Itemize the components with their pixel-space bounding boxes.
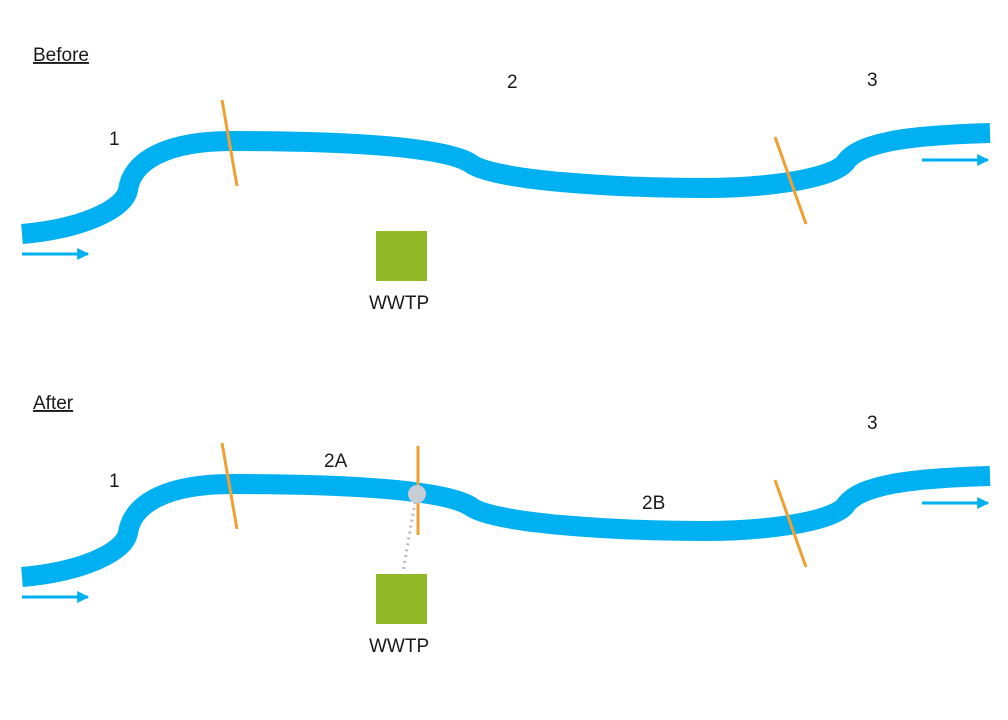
after-heading: After [33,393,74,414]
wwtp-box [376,574,427,624]
segment-boundary-2b-3 [773,479,808,568]
segment-boundary-1-2 [220,99,239,187]
segment-label-2a: 2A [324,451,348,472]
segment-label-3: 3 [867,413,878,434]
before-heading: Before [33,45,89,66]
segment-label-1: 1 [109,129,120,150]
discharge-point [408,485,426,503]
wwtp-label: WWTP [369,293,429,314]
river-before [21,123,991,244]
discharge-pipe [401,495,418,573]
before-panel: Before 1 2 3 WWTP [21,45,991,314]
segment-boundary-1-2a [220,442,239,530]
segment-label-1: 1 [109,471,120,492]
segment-label-2: 2 [507,72,518,93]
segment-label-3: 3 [867,70,878,91]
after-panel: After 1 2A 2B 3 WWTP [21,393,991,657]
segment-boundary-2-3 [773,136,808,225]
wwtp-label: WWTP [369,636,429,657]
river-after [21,466,991,587]
segment-label-2b: 2B [642,493,665,514]
wwtp-box [376,231,427,281]
